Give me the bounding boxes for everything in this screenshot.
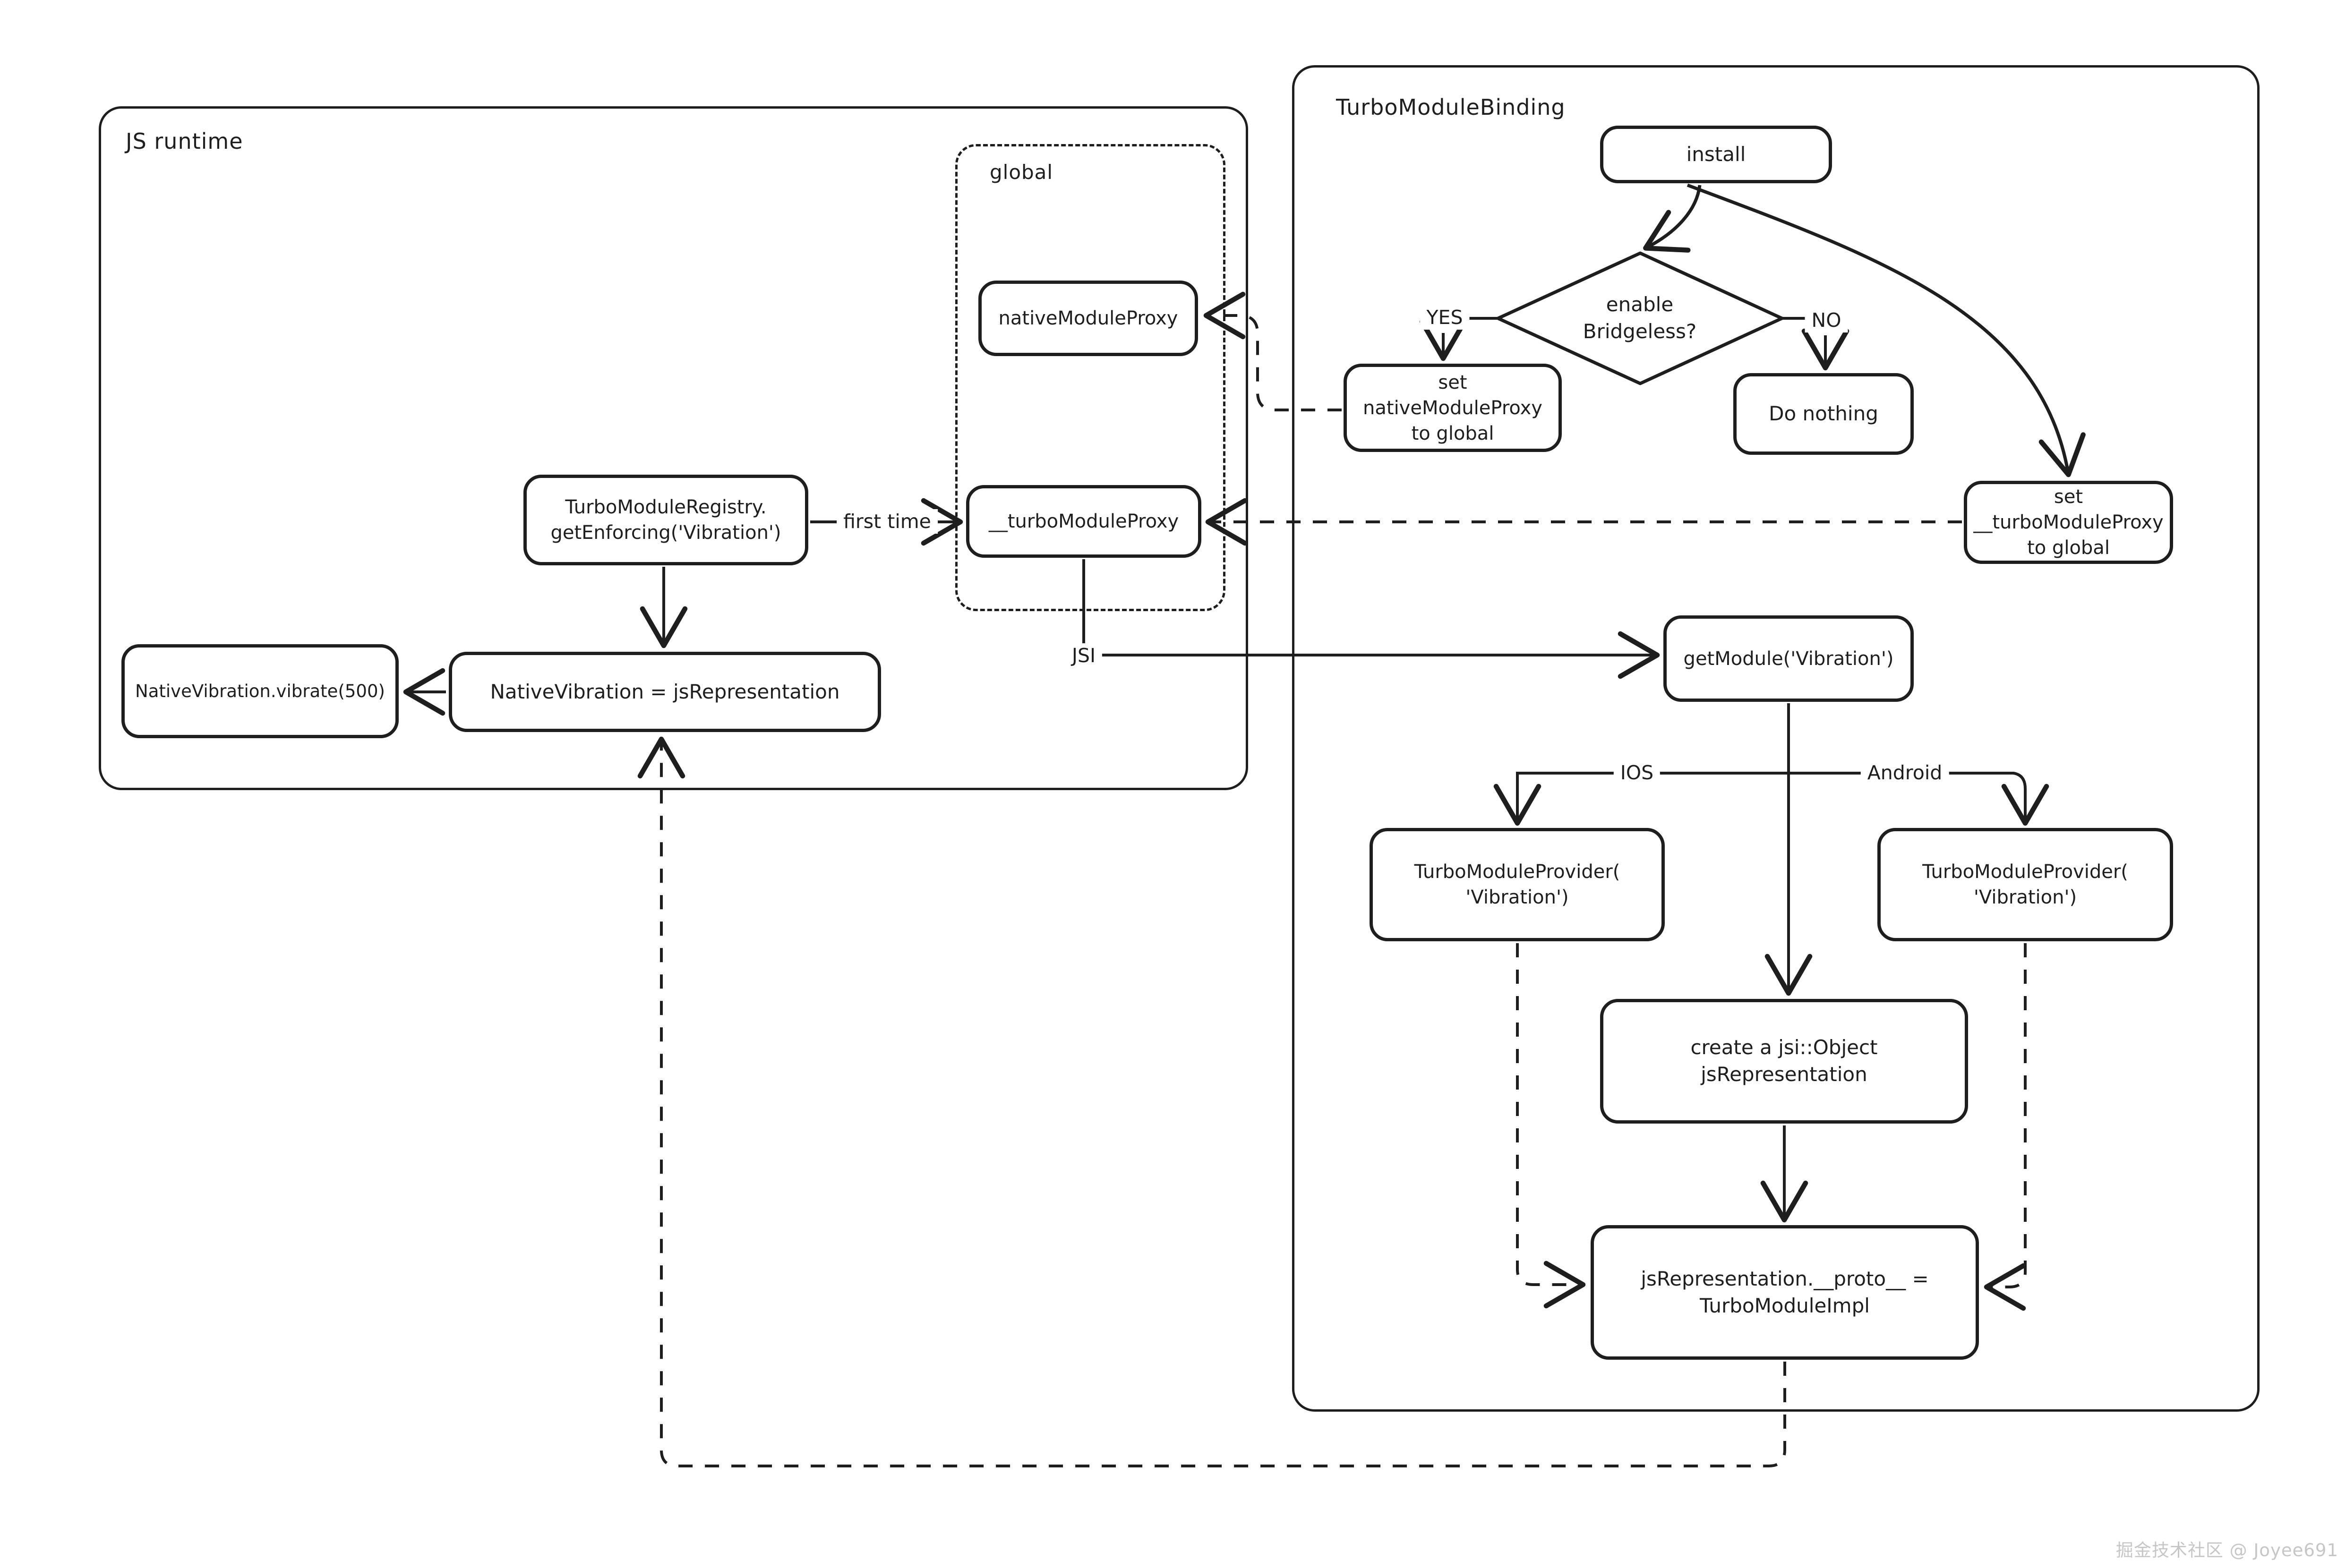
label-ios: IOS [1613,760,1661,785]
frame-turbo-module-binding-label: TurboModuleBinding [1336,94,1566,120]
node-native-vibration-assign: NativeVibration = jsRepresentation [449,652,881,732]
label-no: NO [1805,308,1848,332]
node-provider-ios: TurboModuleProvider( 'Vibration') [1370,828,1665,941]
frame-turbo-module-binding [1292,65,2260,1412]
node-set-native-module-proxy: set nativeModuleProxy to global [1344,364,1562,452]
node-get-module: getModule('Vibration') [1663,615,1914,702]
node-native-vibration-vibrate: NativeVibration.vibrate(500) [121,644,399,738]
node-native-module-proxy: nativeModuleProxy [978,281,1198,356]
node-provider-android: TurboModuleProvider( 'Vibration') [1877,828,2173,941]
group-global [955,144,1225,611]
edge-install-swoop-to-setturboproxy [1687,183,2086,477]
node-do-nothing: Do nothing [1733,373,1914,455]
edge-branch-ios [1493,772,1789,826]
frame-js-runtime-label: JS runtime [126,128,243,154]
node-js-representation-proto: jsRepresentation.__proto__ = TurboModule… [1591,1225,1979,1360]
edge-provider-android-dashed [1984,943,2027,1311]
watermark: 掘金技术社区 @ Joyee691 [2115,1540,2338,1560]
node-install: install [1600,126,1832,183]
node-registry-get-enforcing: TurboModuleRegistry. getEnforcing('Vibra… [523,475,808,565]
decision-diamond-shape [1496,251,1784,385]
label-yes: YES [1420,305,1470,330]
node-enable-bridgeless-label: enable Bridgeless? [1583,293,1697,343]
edge-jsrep-to-assign-dashed [637,736,1786,1467]
node-turbo-module-proxy: __turboModuleProxy [966,485,1201,558]
edge-provider-ios-dashed [1516,943,1586,1309]
label-first-time: first time [837,509,938,534]
label-android: Android [1860,760,1949,785]
node-set-turbo-module-proxy: set __turboModuleProxy to global [1964,481,2173,564]
group-global-label: global [990,161,1053,184]
frame-js-runtime [99,106,1248,790]
label-jsi: JSI [1065,643,1103,668]
edge-install-to-diamond [1643,185,1702,253]
node-create-jsi-object: create a jsi::Object jsRepresentation [1600,999,1968,1124]
edge-branch-android [1789,772,2049,826]
